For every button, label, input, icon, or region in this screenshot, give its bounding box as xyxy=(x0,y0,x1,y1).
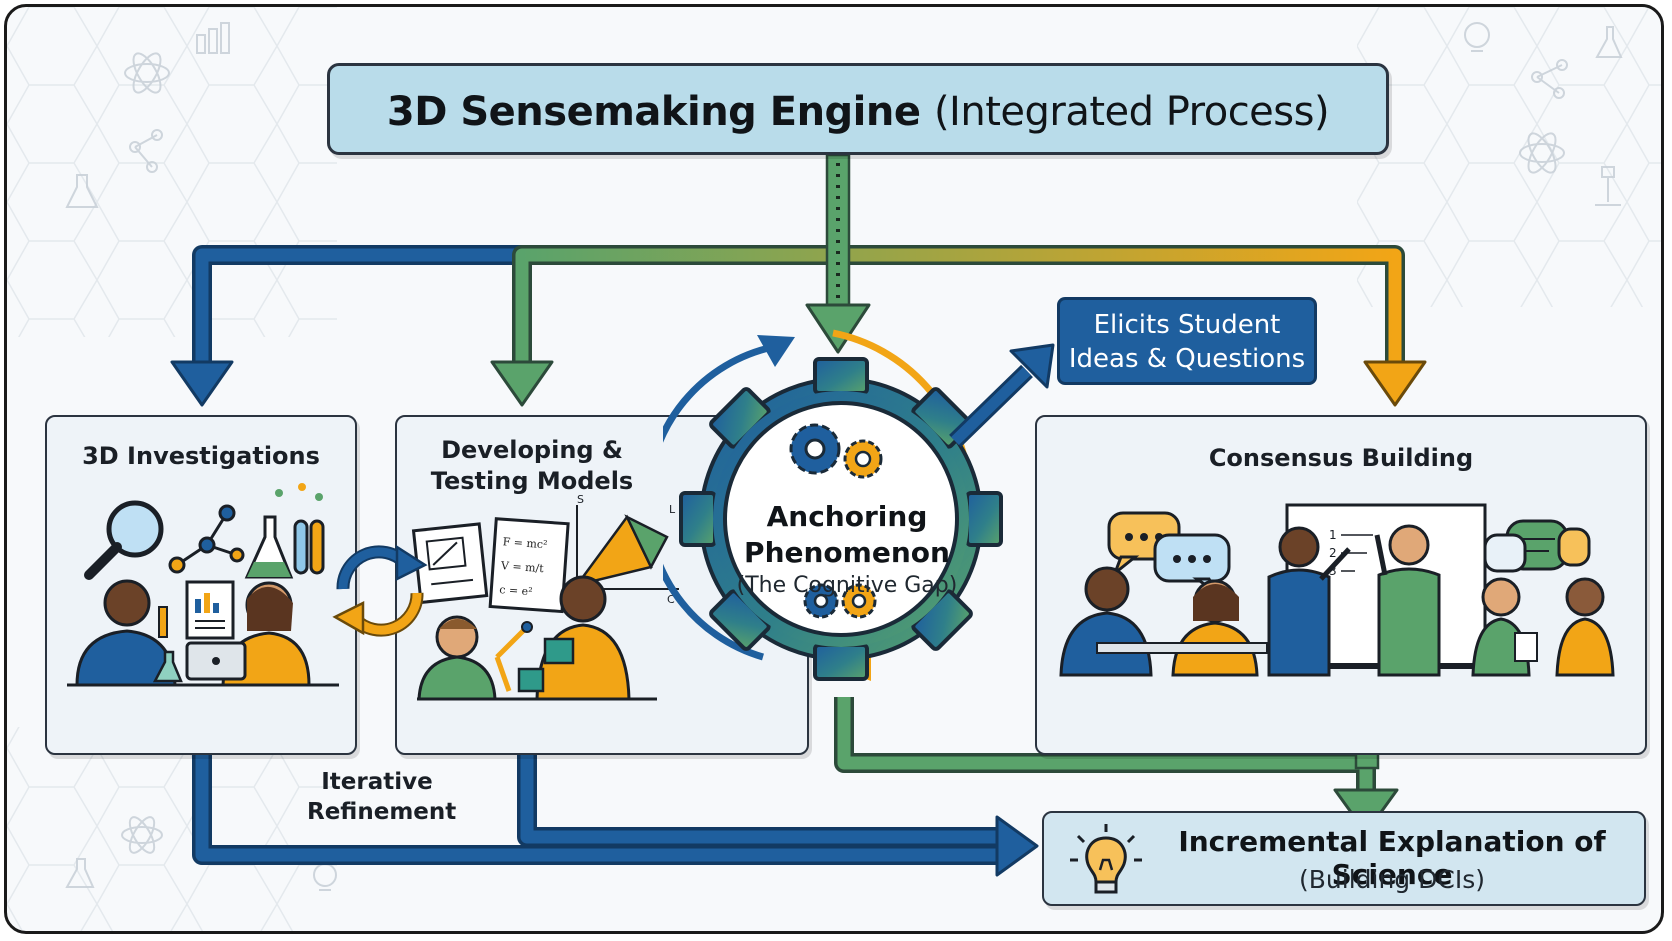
formula-1: F = mc² xyxy=(502,535,548,551)
student-with-clipboard xyxy=(1471,577,1538,677)
center-title-line1: Anchoring xyxy=(766,500,928,533)
atom-bg-icon-right xyxy=(1519,132,1565,174)
blue-lower-arrow-2 xyxy=(520,747,1002,844)
report-document-icon xyxy=(185,580,235,640)
bar-chart-bg-icon xyxy=(196,22,230,54)
title-banner: 3D Sensemaking Engine (Integrated Proces… xyxy=(327,63,1389,155)
panel-title-consensus: Consensus Building xyxy=(1208,444,1474,472)
geo-label-s: S xyxy=(577,493,584,506)
orange-arrowhead-consensus xyxy=(1363,360,1427,407)
desk-flask-icon xyxy=(152,650,183,683)
blue-lower-arrow-1 xyxy=(195,747,1002,862)
blue-arrowhead-explanation xyxy=(995,815,1039,877)
elicits-arrow xyxy=(949,343,1055,448)
molecule-icon xyxy=(168,504,245,574)
student-at-board-blue xyxy=(1267,526,1351,677)
explanation-subtitle: (Building DCIs) xyxy=(1299,865,1485,894)
flow-arrows xyxy=(7,7,1661,931)
hex-pattern-top-left xyxy=(7,7,337,337)
green-lower-arrow xyxy=(837,697,1373,792)
flask-bg-icon-bottom xyxy=(65,858,95,888)
models-title-line2: Testing Models xyxy=(430,467,634,495)
student-talking-left xyxy=(1059,566,1153,677)
discussion-table xyxy=(1096,642,1268,654)
formula-3: c = e² xyxy=(499,583,533,598)
iterative-line2: Refinement xyxy=(307,799,457,825)
green-orange-branch-arrow xyxy=(515,248,1402,362)
explanation-title: Incremental Explanation of Science xyxy=(1178,825,1606,891)
center-subtitle: (The Cognitive Gap) xyxy=(736,573,958,598)
magnifier-icon xyxy=(84,500,164,580)
lightbulb-icon xyxy=(1070,824,1142,894)
center-arrowhead xyxy=(805,303,871,354)
diagram-frame: 3D Sensemaking Engine (Integrated Proces… xyxy=(4,4,1664,934)
student-with-tube xyxy=(75,579,177,687)
cycle-arc-blue xyxy=(663,343,774,661)
title-subtitle: (Integrated Process) xyxy=(933,89,1330,135)
student-standing-right xyxy=(1555,577,1615,677)
iterative-line1: Iterative xyxy=(321,769,433,795)
formula-2: V = m/t xyxy=(500,559,545,575)
blue-arrowhead-investigations xyxy=(170,360,234,407)
speech-bubble-icon-green xyxy=(1483,519,1591,573)
title-main: 3D Sensemaking Engine xyxy=(386,89,921,135)
models-title-line1: Developing & xyxy=(441,436,623,464)
student-at-board-green xyxy=(1374,524,1441,677)
test-tubes-icon xyxy=(275,483,325,575)
investigations-illustration xyxy=(67,483,339,687)
blue-branch-arrow xyxy=(195,248,522,362)
flask-bg-icon xyxy=(65,174,99,208)
speech-bubble-icon-blue xyxy=(1153,533,1231,595)
gear-icon xyxy=(679,357,1003,681)
panel-consensus: Consensus Building 1 2 3 xyxy=(1035,415,1647,755)
iteration-cycle-icon xyxy=(332,544,428,637)
iterative-refinement-label: Iterative Refinement xyxy=(307,767,456,827)
student-building-model xyxy=(417,615,533,701)
atom-bg-icon xyxy=(124,52,170,94)
elicits-line1: Elicits Student xyxy=(1093,310,1281,340)
geo-label-c: C xyxy=(667,593,675,606)
panel-title-models: Developing & Testing Models xyxy=(397,435,667,497)
atom-bg-icon-bottom xyxy=(121,816,163,854)
green-arrowhead-models xyxy=(490,360,554,407)
anchoring-gear-graphic xyxy=(663,329,1003,681)
panel-models: Developing & Testing Models F = mc² V = m… xyxy=(395,415,809,755)
formula-paper-icon: F = mc² V = m/t c = e² xyxy=(488,517,570,614)
consensus-illustration: 1 2 3 xyxy=(1059,503,1615,677)
bulb-bg-icon xyxy=(1464,22,1490,52)
models-illustration: F = mc² V = m/t c = e² S L A C xyxy=(411,493,679,701)
small-gears-top-icon xyxy=(789,423,883,479)
anchoring-phenomenon-label: Anchoring Phenomenon (The Cognitive Gap) xyxy=(707,499,987,601)
flask-bg-icon-right xyxy=(1595,26,1623,58)
whiteboard-item-1: 1 xyxy=(1329,528,1337,542)
cycle-arrowhead-blue xyxy=(757,335,795,367)
center-title-line2: Phenomenon xyxy=(744,536,950,569)
panel-title-investigations: 3D Investigations xyxy=(82,442,320,470)
panel-investigations: 3D Investigations xyxy=(45,415,357,755)
molecule-bg-icon-right xyxy=(1531,59,1568,99)
whiteboard-item-3: 3 xyxy=(1329,564,1337,578)
whiteboard-item-2: 2 xyxy=(1329,546,1337,560)
flask-icon xyxy=(244,515,294,579)
hex-pattern-bottom-left xyxy=(7,727,337,931)
student-talking-right xyxy=(1171,579,1259,677)
geo-label-l: L xyxy=(669,503,676,516)
student-with-cube xyxy=(517,575,631,701)
elicits-ideas-box: Elicits Student Ideas & Questions xyxy=(1057,297,1317,385)
elicits-line2: Ideas & Questions xyxy=(1068,344,1306,374)
explanation-box: Incremental Explanation of Science (Buil… xyxy=(1042,811,1646,906)
student-with-laptop xyxy=(185,581,311,687)
small-gears-bottom-icon xyxy=(803,583,877,619)
molecule-bg-icon xyxy=(129,129,163,173)
page-title: 3D Sensemaking Engine (Integrated Proces… xyxy=(330,89,1386,135)
microscope-bg-icon xyxy=(1595,166,1621,206)
